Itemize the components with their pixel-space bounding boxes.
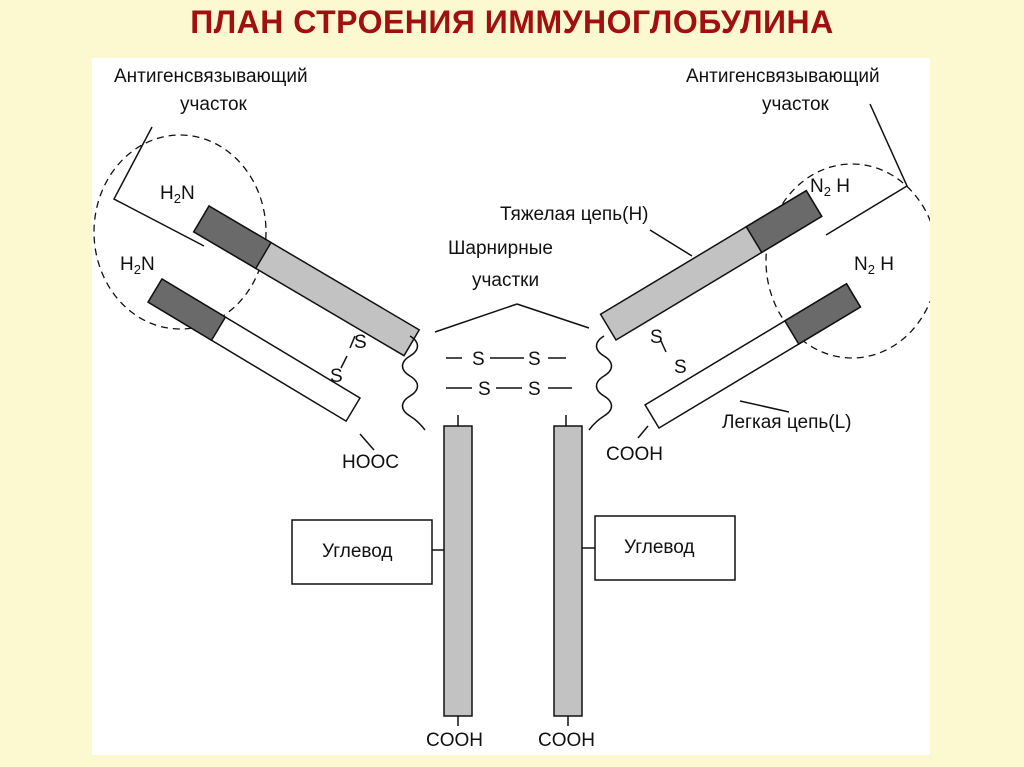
carboxyl-terminus-heavy-right: COOH: [538, 730, 595, 751]
heavy-sulfur-2: S: [528, 349, 541, 370]
light-chain-label-pointer: [739, 400, 790, 413]
heavy-chain-right: [599, 189, 823, 342]
carbohydrate-box-right: [594, 515, 736, 581]
amino-terminus-heavy-right: N2 H: [810, 176, 850, 199]
sulfur-left-upper: S: [354, 332, 367, 353]
heavy-sulfur-4: S: [528, 379, 541, 400]
hinge-wiggle-right: [588, 335, 613, 431]
carboxyl-terminus-light-right: COOH: [606, 444, 663, 465]
light-chain-label: Легкая цепь(L): [722, 412, 851, 433]
carbohydrate-label-right: Углевод: [624, 537, 695, 558]
carboxyl-terminus-heavy-left: COOH: [426, 730, 483, 751]
antigen-site-label-right-line2: участок: [762, 94, 830, 115]
hinge-label-line2: участки: [472, 270, 539, 291]
heavy-chain-left: [192, 204, 421, 357]
antigen-site-label-left-line2: участок: [180, 94, 248, 115]
heavy-sulfur-1: S: [472, 349, 485, 370]
light-chain-right-variable: [783, 282, 862, 346]
antigen-site-label-right-line1: Антигенсвязывающий: [686, 66, 880, 87]
heavy-chain-stem-right: [553, 425, 583, 717]
carboxyl-terminus-light-left: HOOC: [342, 452, 399, 473]
carbohydrate-box-left: [291, 519, 433, 585]
hooc-pointer: [359, 433, 375, 451]
heavy-sulfur-3: S: [478, 379, 491, 400]
light-chain-left-variable: [147, 277, 227, 342]
amino-terminus-light-left: H2N: [120, 254, 155, 277]
interchain-bond-left: [349, 335, 356, 349]
immunoglobulin-diagram: S S H2N H2N HOOC Антигенсвязывающий учас…: [92, 58, 939, 755]
sulfur-left-lower: S: [330, 366, 343, 387]
interchain-bond-left-lower: [340, 355, 348, 369]
hinge-pointer-right: [516, 303, 590, 329]
light-chain-left: [147, 277, 362, 423]
heavy-chain-right-variable: [745, 189, 823, 254]
amino-terminus-heavy-left: H2N: [160, 183, 195, 206]
cooh-right-pointer: [637, 425, 649, 439]
diagram-svg: S S H2N H2N HOOC Антигенсвязывающий учас…: [93, 66, 939, 751]
page-title: ПЛАН СТРОЕНИЯ ИММУНОГЛОБУЛИНА: [190, 4, 834, 40]
antigen-site-pointer-left: [112, 126, 205, 247]
heavy-chain-stem-left: [443, 425, 473, 717]
light-chain-right: [644, 282, 862, 430]
antigen-site-label-left-line1: Антигенсвязывающий: [114, 66, 308, 87]
sulfur-right-lower: S: [674, 357, 687, 378]
interchain-bond-right: [660, 340, 667, 353]
hinge-label-line1: Шарнирные: [448, 238, 553, 259]
heavy-chain-label-pointer: [649, 229, 693, 257]
amino-terminus-light-right: N2 H: [854, 254, 894, 277]
sulfur-right-upper: S: [650, 327, 663, 348]
hinge-pointer-left: [434, 303, 518, 333]
hinge-wiggle-left: [401, 335, 426, 431]
carbohydrate-label-left: Углевод: [322, 541, 393, 562]
antigen-binding-site-left-circle: [93, 134, 267, 330]
heavy-chain-label: Тяжелая цепь(H): [500, 204, 649, 225]
heavy-chain-left-variable: [192, 204, 273, 270]
antigen-site-pointer-right: [825, 103, 908, 236]
